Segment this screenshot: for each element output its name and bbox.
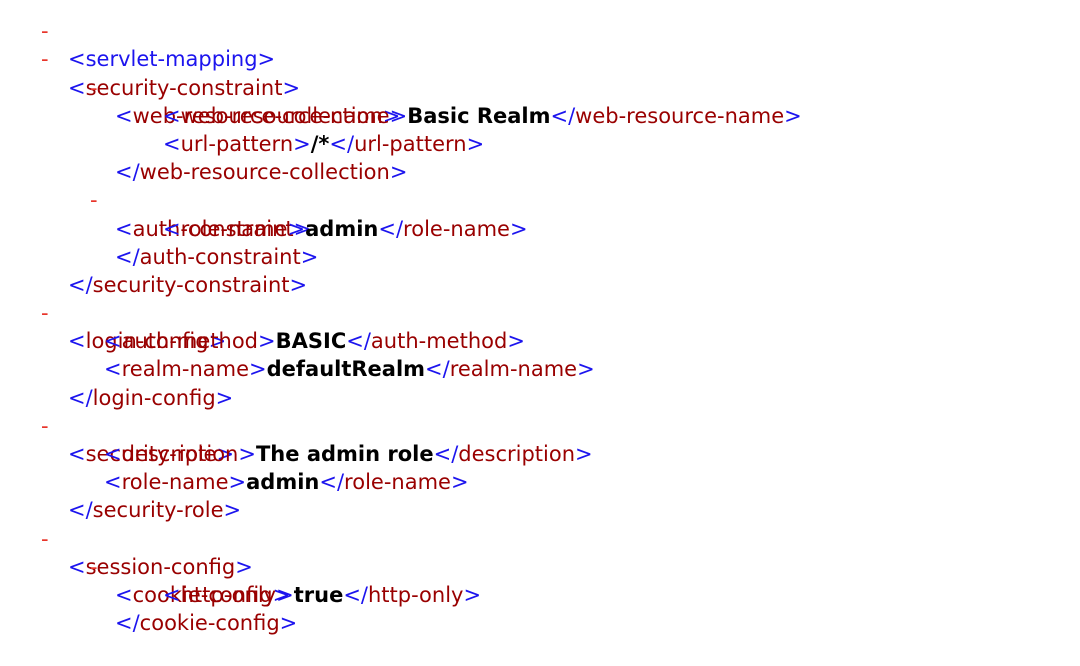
xml-tag-name: login-config [85, 329, 209, 354]
xml-tag-name: web-resource-name [575, 103, 785, 128]
xml-line-url-pattern: <url-pattern>/*</url-pattern> [163, 131, 485, 156]
xml-tag-name: login-config [92, 385, 216, 410]
xml-tag-name: auth-method [121, 329, 259, 354]
collapse-toggle[interactable]: - [41, 19, 49, 44]
collapse-toggle-web-resource-collection[interactable]: - [90, 75, 98, 100]
xml-line-servlet-mapping-fragment: - <servlet-mapping> [0, 0, 1080, 71]
collapse-toggle-login-config[interactable]: - [41, 301, 49, 326]
collapse-toggle-security-role[interactable]: - [41, 413, 49, 438]
xml-tag-name: description [458, 442, 576, 467]
xml-line-cookie-config-close: </cookie-config> [115, 611, 298, 636]
xml-tag-name: url-pattern [354, 131, 467, 156]
xml-value: admin [305, 216, 379, 241]
xml-tag-name: realm-name [121, 357, 249, 382]
xml-line-role-name: <role-name>admin</role-name> [163, 216, 528, 241]
xml-line-description: <description>The admin role</description… [104, 442, 593, 467]
xml-tag-name: role-name [344, 470, 451, 495]
xml-line-web-resource-collection-close: </web-resource-collection> [115, 160, 408, 185]
xml-line-security-role-close: </security-role> [68, 498, 242, 523]
xml-line-security-constraint-close: </security-constraint> [68, 272, 308, 297]
xml-tag-name: role-name [180, 216, 288, 241]
xml-tag-name: auth-constraint [132, 216, 294, 241]
xml-tag-name: role-name [403, 216, 510, 241]
xml-line-security-role-name: <role-name>admin</role-name> [104, 470, 469, 495]
xml-tree-view: - <servlet-mapping> - <security-constrai… [0, 0, 1080, 636]
xml-line-auth-constraint-close: </auth-constraint> [115, 244, 319, 269]
xml-tag-name: auth-constraint [139, 244, 301, 269]
xml-tag-name: security-constraint [85, 75, 283, 100]
xml-line-web-resource-collection-open: - <web-resource-collection> [90, 75, 401, 128]
xml-tag-name: web-resource-name [180, 103, 390, 128]
xml-tag-name: web-resource-collection [132, 103, 383, 128]
xml-value: Basic Realm [407, 103, 551, 128]
xml-value: The admin role [255, 442, 434, 467]
xml-line-auth-constraint-open: - <auth-constraint> [90, 188, 312, 241]
xml-line-login-config-close: </login-config> [68, 385, 234, 410]
xml-tag-name: url-pattern [180, 131, 294, 156]
xml-line-login-config-open: - <login-config> [41, 301, 227, 354]
collapse-toggle-session-config[interactable]: - [41, 526, 49, 551]
xml-value: BASIC [275, 329, 347, 354]
xml-line-auth-method: <auth-method>BASIC</auth-method> [104, 329, 525, 354]
xml-tag-name: auth-method [370, 329, 508, 354]
collapse-toggle-cookie-config[interactable]: - [90, 554, 98, 579]
collapse-toggle-security-constraint[interactable]: - [41, 47, 49, 72]
xml-line-security-role-open: - <security-role> [41, 413, 235, 467]
xml-line-web-resource-name: <web-resource-name>Basic Realm</web-reso… [163, 103, 802, 128]
xml-fragment: <servlet-mapping> [68, 47, 276, 72]
xml-tag-name: security-constraint [92, 272, 290, 297]
xml-tag-name: realm-name [449, 357, 578, 382]
collapse-toggle-auth-constraint[interactable]: - [90, 188, 98, 213]
xml-line-http-only: <http-only>true</http-only> [163, 582, 482, 607]
xml-line-security-constraint-open: - <security-constraint> [41, 47, 301, 100]
xml-tag-name: cookie-config [139, 611, 280, 636]
xml-tag-name: session-config [85, 554, 236, 579]
xml-tag-name: security-role [85, 442, 217, 467]
xml-tag-name: web-resource-collection [139, 160, 390, 185]
xml-value: defaultRealm [266, 357, 426, 382]
xml-tag-name: security-role [92, 498, 224, 523]
xml-value: /* [310, 131, 330, 156]
xml-line-realm-name: <realm-name>defaultRealm</realm-name> [104, 357, 595, 382]
xml-tag-name: role-name [121, 470, 229, 495]
xml-line-session-config-open: - <session-config> [41, 526, 253, 579]
xml-line-cookie-config-open: - <cookie-config> [90, 554, 291, 607]
xml-tag-name: description [121, 442, 239, 467]
xml-value: admin [246, 470, 320, 495]
